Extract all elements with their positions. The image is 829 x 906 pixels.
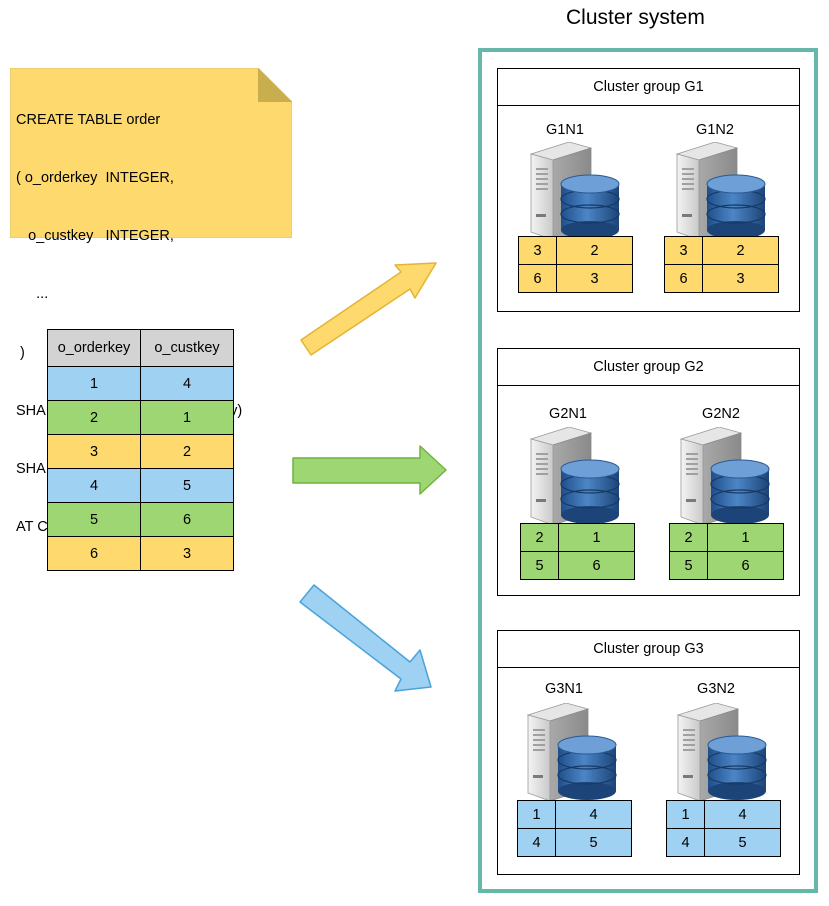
server-database-icon: [676, 142, 766, 241]
note-shape: [10, 68, 292, 238]
table-cell: 5: [520, 551, 559, 580]
table-cell: 3: [140, 536, 234, 571]
table-row: 3 2: [518, 236, 633, 265]
table-cell: 1: [47, 366, 141, 401]
node-label: G3N1: [545, 681, 583, 697]
table-cell: 3: [518, 236, 557, 265]
table-cell: 3: [702, 264, 779, 293]
table-cell: 4: [704, 800, 781, 829]
node-table: 1 4 4 5: [517, 800, 632, 857]
table-row: 6 3: [518, 264, 633, 293]
source-table: o_orderkey o_custkey 1 4 2 1 3 2 4 5 5 6…: [47, 329, 234, 571]
cluster-group-g3: Cluster group G3 G3N1 1 4 4 5 G3N2 1 4 4…: [497, 630, 800, 875]
sql-line: ): [16, 344, 25, 361]
table-cell: 6: [707, 551, 784, 580]
table-cell: 2: [520, 523, 559, 552]
group-title: Cluster group G2: [498, 349, 799, 386]
sql-line: CREATE TABLE order: [16, 111, 161, 128]
node-table: 1 4 4 5: [666, 800, 781, 857]
table-cell: 2: [556, 236, 633, 265]
table-cell: 6: [518, 264, 557, 293]
table-cell: 1: [517, 800, 556, 829]
table-cell: 6: [47, 536, 141, 571]
table-cell: 1: [666, 800, 705, 829]
arrow-to-g2: [292, 445, 447, 495]
table-row: 5 6: [520, 551, 635, 580]
cluster-group-g1: Cluster group G1 G1N1 3 2 6 3 G1N2 3 2 6…: [497, 68, 800, 312]
node-table: 2 1 5 6: [520, 523, 635, 580]
table-cell: 4: [666, 828, 705, 857]
server-database-icon: [680, 427, 770, 526]
table-cell: 4: [555, 800, 632, 829]
table-cell: 5: [555, 828, 632, 857]
table-row: 3 2: [664, 236, 779, 265]
arrow-to-g1: [300, 262, 437, 356]
table-row: 2 1: [520, 523, 635, 552]
server-database-icon: [677, 703, 767, 802]
table-row: 5 6: [47, 502, 234, 537]
table-row: 1 4: [47, 366, 234, 401]
node-table: 3 2 6 3: [664, 236, 779, 293]
server-database-icon: [527, 703, 617, 802]
table-cell: 2: [702, 236, 779, 265]
table-cell: 5: [669, 551, 708, 580]
node-table: 3 2 6 3: [518, 236, 633, 293]
node-label: G2N1: [549, 406, 587, 422]
column-header: o_custkey: [140, 329, 234, 367]
table-cell: 2: [140, 434, 234, 469]
table-cell: 2: [669, 523, 708, 552]
table-cell: 5: [704, 828, 781, 857]
table-row: 6 3: [47, 536, 234, 571]
table-cell: 1: [558, 523, 635, 552]
table-row: 1 4: [666, 800, 781, 829]
table-cell: 4: [47, 468, 141, 503]
cluster-group-g2: Cluster group G2 G2N1 2 1 5 6 G2N2 2 1 5…: [497, 348, 800, 596]
table-header-row: o_orderkey o_custkey: [47, 329, 234, 367]
table-row: 6 3: [664, 264, 779, 293]
table-cell: 3: [47, 434, 141, 469]
node-table: 2 1 5 6: [669, 523, 784, 580]
cluster-system-title: Cluster system: [566, 6, 705, 29]
table-cell: 4: [140, 366, 234, 401]
table-cell: 4: [517, 828, 556, 857]
table-row: 4 5: [666, 828, 781, 857]
group-title: Cluster group G1: [498, 69, 799, 106]
server-database-icon: [530, 142, 620, 241]
table-row: 2 1: [669, 523, 784, 552]
group-title: Cluster group G3: [498, 631, 799, 668]
column-header: o_orderkey: [47, 329, 141, 367]
table-cell: 6: [664, 264, 703, 293]
table-cell: 6: [140, 502, 234, 537]
table-cell: 2: [47, 400, 141, 435]
table-row: 5 6: [669, 551, 784, 580]
node-label: G1N1: [546, 122, 584, 138]
sql-line: ( o_orderkey INTEGER,: [16, 170, 174, 187]
table-cell: 1: [707, 523, 784, 552]
table-row: 4 5: [517, 828, 632, 857]
table-cell: 3: [556, 264, 633, 293]
server-database-icon: [530, 427, 620, 526]
table-cell: 3: [664, 236, 703, 265]
sql-line: o_custkey INTEGER,: [16, 228, 174, 245]
table-row: 4 5: [47, 468, 234, 503]
node-label: G1N2: [696, 122, 734, 138]
table-row: 1 4: [517, 800, 632, 829]
table-cell: 6: [558, 551, 635, 580]
arrow-to-g3: [299, 584, 432, 692]
node-label: G2N2: [702, 406, 740, 422]
table-cell: 5: [47, 502, 141, 537]
sql-line: ...: [16, 286, 49, 303]
node-label: G3N2: [697, 681, 735, 697]
cluster-system-box: [478, 48, 818, 893]
table-row: 3 2: [47, 434, 234, 469]
